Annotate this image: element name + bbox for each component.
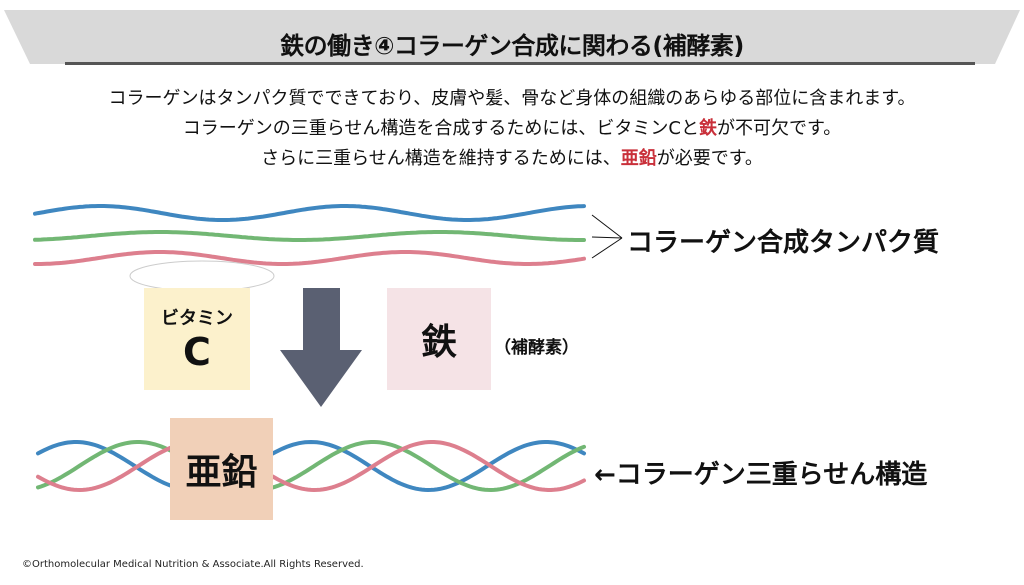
iron-label: 鉄 [420, 322, 457, 363]
text: さらに三重らせん構造を維持するためには、 [261, 148, 621, 169]
text: が必要です。 [656, 148, 763, 169]
text: コラーゲンの三重らせん構造を合成するためには、ビタミンCと [182, 118, 699, 139]
copyright: ©Orthomolecular Medical Nutrition & Asso… [22, 559, 364, 570]
strand-green [33, 230, 586, 242]
highlight-zinc: 亜鉛 [620, 148, 657, 169]
pointer-arrows [591, 214, 623, 259]
triple-helix-label: ←コラーゲン三重らせん構造 [594, 460, 928, 490]
highlight-iron: 鉄 [699, 118, 717, 139]
helix-blue [36, 439, 586, 493]
intro-line-3: さらに三重らせん構造を維持するためには、亜鉛が必要です。 [0, 144, 1024, 170]
title-underline [65, 62, 975, 65]
helix-green [36, 440, 586, 493]
helix-pink [36, 439, 586, 493]
intro-line-1: コラーゲンはタンパク質でできており、皮膚や髪、骨など身体の組織のあらゆる部位に含… [108, 88, 916, 109]
highlight-ellipse [129, 260, 275, 292]
iron-box: 鉄 [387, 288, 491, 390]
zinc-label: 亜鉛 [185, 452, 258, 493]
strand-pink [33, 250, 586, 266]
down-arrow [280, 288, 362, 407]
page-title: 鉄の働き④コラーゲン合成に関わる(補酵素) [280, 32, 744, 60]
collagen-strands [33, 204, 586, 266]
title-banner [4, 10, 1020, 64]
vitamin-c-box: ビタミン C [144, 288, 250, 390]
vitamin-letter: C [183, 330, 211, 374]
collagen-protein-label: コラーゲン合成タンパク質 [627, 228, 940, 258]
triple-helix [36, 439, 586, 493]
strand-blue [33, 204, 586, 222]
text: が不可欠です。 [717, 118, 842, 139]
intro-line-2: コラーゲンの三重らせん構造を合成するためには、ビタミンCと鉄が不可欠です。 [0, 114, 1024, 140]
zinc-box: 亜鉛 [170, 418, 273, 520]
vitamin-label: ビタミン [161, 308, 233, 329]
cofactor-label: （補酵素） [494, 338, 579, 358]
